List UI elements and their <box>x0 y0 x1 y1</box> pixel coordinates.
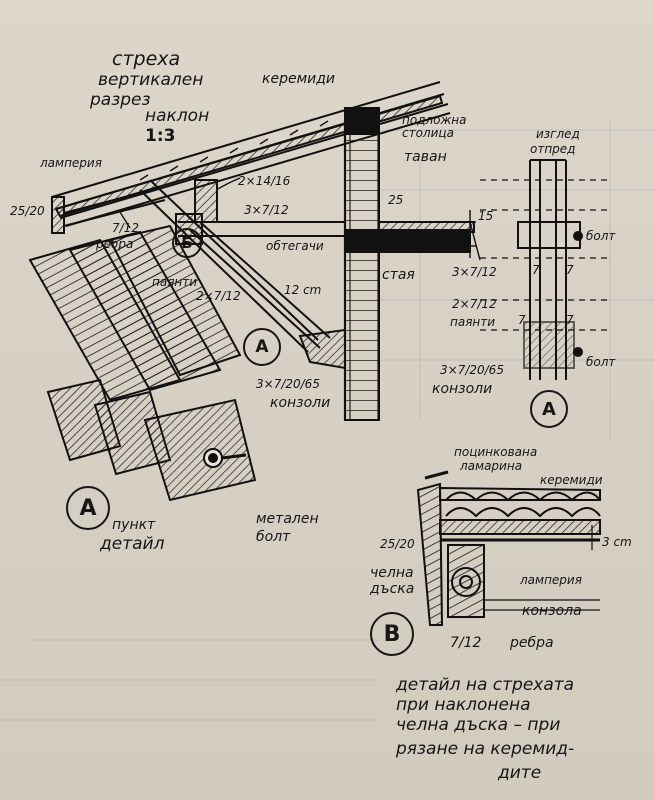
caption-line5: дите <box>498 763 542 783</box>
label-lamperiya: ламперия <box>40 156 102 170</box>
label-punkt: пункт <box>112 517 156 533</box>
label-pozinkovana: поцинкована <box>454 445 538 459</box>
label-side-bolt-top: болт <box>586 229 616 243</box>
eave-fascia <box>51 187 166 234</box>
dimension-lines <box>119 177 476 258</box>
label-obtegachi: обтегачи <box>266 239 324 253</box>
label-staya: стая <box>382 267 415 283</box>
label-stolitsa: столица <box>402 126 454 140</box>
label-konzola: конзола <box>522 603 582 619</box>
label-dim-2x14-16: 2×14/16 <box>238 174 291 188</box>
label-konzoli-left: конзоли <box>270 395 331 411</box>
marker-a-main: А <box>243 328 281 366</box>
label-v-dim-3cm: 3 cm <box>602 535 632 549</box>
label-side-dim-7d: 7 <box>566 313 574 327</box>
label-side-dim-7b: 7 <box>566 263 574 277</box>
label-side-bolt-bottom: болт <box>586 355 616 369</box>
marker-v: В <box>370 612 414 656</box>
marker-v-letter: В <box>383 621 401 647</box>
label-dim-12cm: 12 cm <box>284 283 322 297</box>
label-v-keremidi: керемиди <box>540 473 603 487</box>
title-line2: вертикален <box>98 70 204 90</box>
label-v-rebra: ребра <box>510 635 554 651</box>
detail-v-drawing <box>416 470 601 626</box>
label-side-dim-7c: 7 <box>518 313 526 327</box>
marker-a-side: А <box>530 390 568 428</box>
title-scale: 1:3 <box>145 126 176 146</box>
label-v-dim-25-20: 25/20 <box>380 537 415 551</box>
title-line1: стреха <box>112 48 181 70</box>
brick-wall <box>344 107 380 421</box>
background-grid <box>0 120 654 721</box>
marker-a-main-letter: А <box>255 337 269 357</box>
label-rebra: ребра <box>96 237 134 251</box>
caption-line3: челна дъска – при <box>396 715 561 735</box>
marker-a-side-letter: А <box>542 398 556 420</box>
label-v-dim-7-12: 7/12 <box>450 635 482 651</box>
post <box>194 179 218 223</box>
side-view-drawing <box>480 159 610 380</box>
label-metalen: метален <box>256 511 319 527</box>
label-lamarina: ламарина <box>460 459 523 473</box>
label-side-title1: изглед <box>536 127 580 141</box>
detail-a-drawing <box>28 224 257 502</box>
caption-line4: рязане на керемид- <box>396 739 575 759</box>
console-end <box>298 120 347 420</box>
title-line4: наклон <box>145 106 210 126</box>
label-v-lamperiya: ламперия <box>520 573 582 587</box>
title-line3: разрез <box>90 90 151 110</box>
label-dim-3x7-20-65: 3×7/20/65 <box>256 377 320 391</box>
marker-b: Б <box>172 228 202 258</box>
marker-b-letter: Б <box>181 234 193 252</box>
label-dim-15: 15 <box>478 209 494 223</box>
label-side-payanti: паянти <box>450 315 496 329</box>
label-keremidi-top: керемиди <box>262 71 336 87</box>
label-chelna2: дъска <box>370 581 415 597</box>
label-bolt-metal: болт <box>256 529 291 545</box>
label-side-konzoli: конзоли <box>432 381 493 397</box>
label-dim-25-20-left: 25/20 <box>10 204 45 218</box>
label-payanti-left: паянти <box>152 275 198 289</box>
label-chelna1: челна <box>370 565 414 581</box>
label-dim-3x7-12-top: 3×7/12 <box>244 203 289 217</box>
caption-line1: детайл на стрехата <box>396 675 575 695</box>
label-side-title2: отпред <box>530 142 576 156</box>
label-podlozhna: подложна <box>402 113 467 127</box>
marker-a-detail: А <box>66 486 110 530</box>
strut <box>139 179 331 353</box>
label-dim-2x7-12-left: 2×7/12 <box>196 289 241 303</box>
label-dim-7-12: 7/12 <box>112 221 139 235</box>
label-dim-25: 25 <box>388 193 404 207</box>
label-side-dim-3x7-20-65: 3×7/20/65 <box>440 363 504 377</box>
label-side-dim-2x7-12: 2×7/12 <box>452 297 497 311</box>
marker-a-detail-letter: А <box>79 495 97 521</box>
label-side-dim-3x7-12: 3×7/12 <box>452 265 497 279</box>
label-side-dim-7a: 7 <box>532 263 540 277</box>
label-detail: детайл <box>100 534 165 554</box>
caption-line2: при наклонена <box>396 695 531 715</box>
label-tavan: таван <box>404 149 447 165</box>
